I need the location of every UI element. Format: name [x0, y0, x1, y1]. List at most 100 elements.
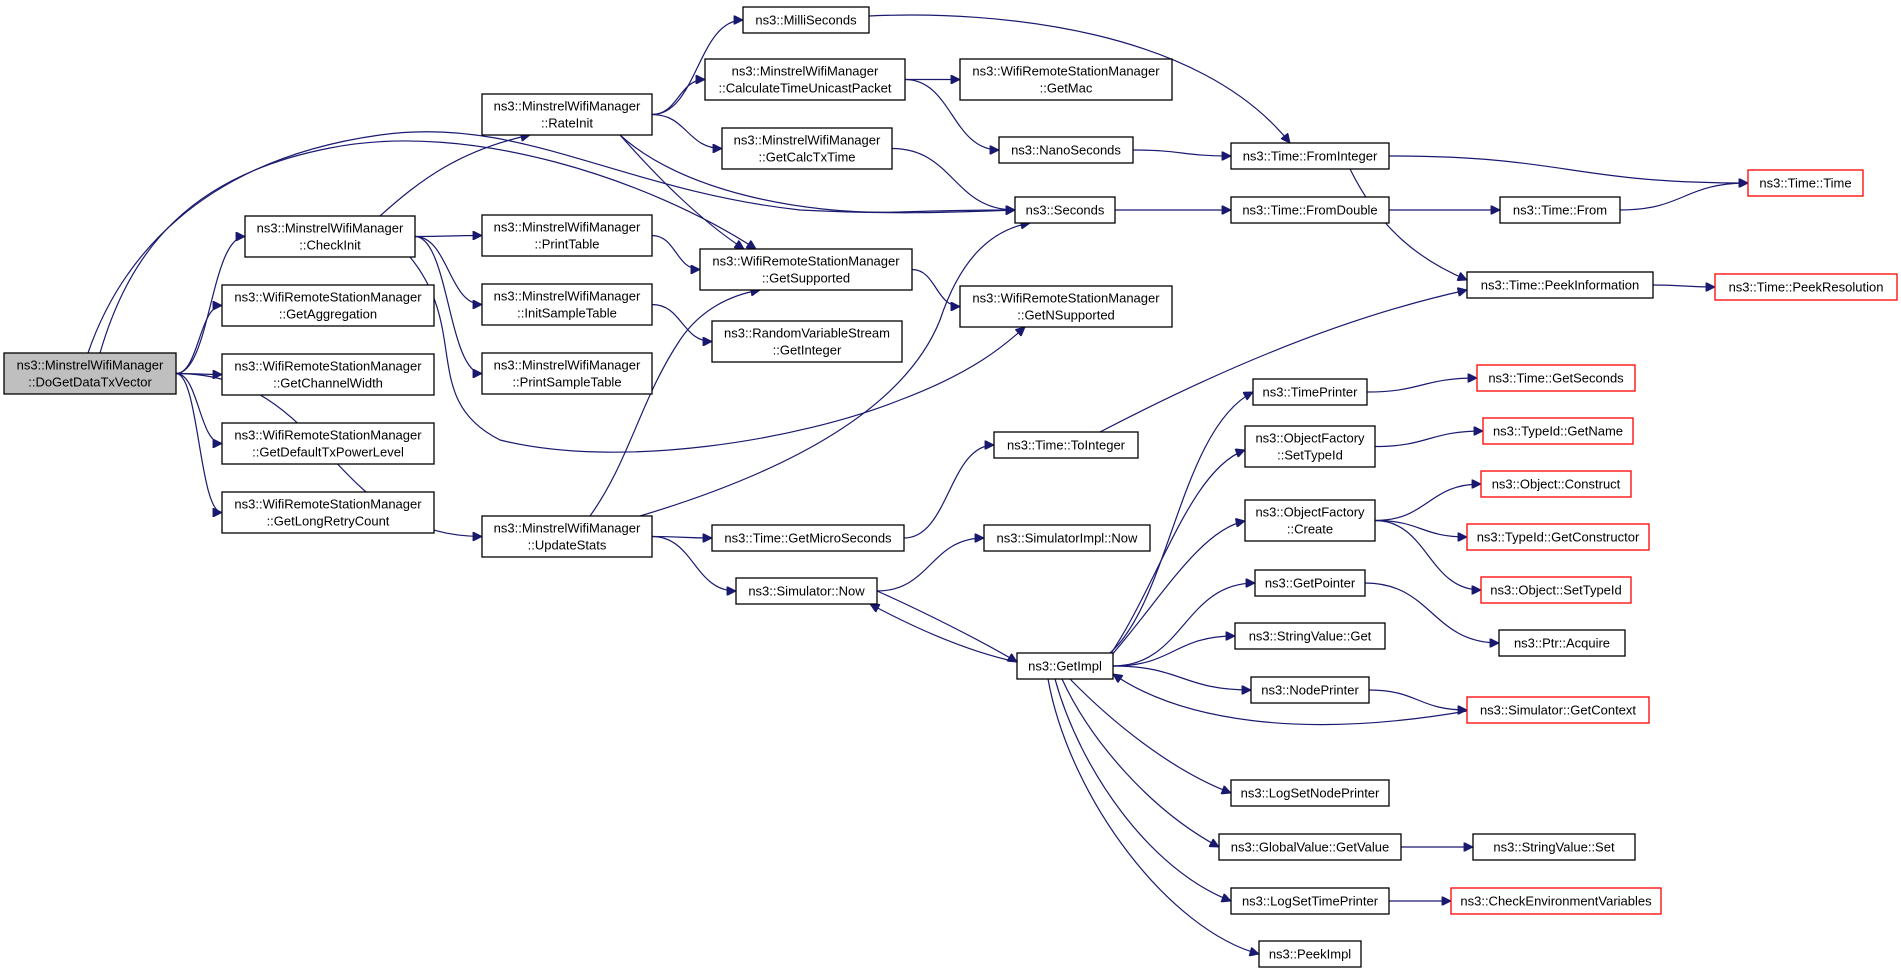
node-millis[interactable]: ns3::MilliSeconds	[742, 6, 870, 34]
edge-rateinit-to-getcalctxtime	[651, 113, 722, 149]
edge-line	[1112, 665, 1251, 690]
edge-line	[1069, 678, 1231, 793]
node-label-line: ::GetSupported	[762, 271, 850, 286]
node-typeidgetconstructor[interactable]: ns3::TypeId::GetConstructor	[1466, 523, 1650, 551]
node-typeidgetname[interactable]: ns3::TypeId::GetName	[1482, 417, 1634, 445]
node-stringvalueset[interactable]: ns3::StringValue::Set	[1472, 833, 1636, 861]
node-getdefaulttxpowerlevel[interactable]: ns3::WifiRemoteStationManager::GetDefaul…	[221, 422, 435, 465]
edge-line	[1109, 450, 1245, 656]
node-box	[1482, 417, 1634, 445]
node-frominteger[interactable]: ns3::Time::FromInteger	[1230, 142, 1390, 170]
node-ptracquire[interactable]: ns3::Ptr::Acquire	[1498, 629, 1626, 657]
node-label-line: ::DoGetDataTxVector	[28, 375, 152, 390]
node-label-line: ns3::ObjectFactory	[1255, 431, 1365, 446]
node-getcalctxtime[interactable]: ns3::MinstrelWifiManager::GetCalcTxTime	[721, 127, 893, 170]
node-fromdouble[interactable]: ns3::Time::FromDouble	[1230, 196, 1390, 224]
node-logsetnodeprinter[interactable]: ns3::LogSetNodePrinter	[1230, 779, 1390, 807]
node-peekinformation[interactable]: ns3::Time::PeekInformation	[1466, 271, 1654, 299]
edge-line	[414, 235, 482, 305]
node-getimpl[interactable]: ns3::GetImpl	[1016, 652, 1114, 680]
edge-line	[175, 372, 222, 444]
node-seconds[interactable]: ns3::Seconds	[1014, 196, 1116, 224]
node-timefrom[interactable]: ns3::Time::From	[1499, 196, 1621, 224]
edge-line	[1132, 149, 1231, 156]
node-box	[481, 352, 653, 395]
edge-line	[99, 140, 756, 354]
node-label-line: ns3::Time::FromDouble	[1242, 203, 1377, 218]
node-globalgetvalue[interactable]: ns3::GlobalValue::GetValue	[1218, 833, 1402, 861]
node-label-line: ns3::NanoSeconds	[1011, 143, 1121, 158]
node-objectsettypeid[interactable]: ns3::Object::SetTypeId	[1480, 576, 1632, 604]
node-timegetseconds[interactable]: ns3::Time::GetSeconds	[1476, 364, 1636, 392]
node-label-line: ns3::TimePrinter	[1263, 385, 1359, 400]
node-settypeid[interactable]: ns3::ObjectFactory::SetTypeId	[1244, 425, 1376, 468]
node-peekresolution[interactable]: ns3::Time::PeekResolution	[1714, 273, 1898, 301]
node-box	[993, 431, 1139, 459]
node-box	[1230, 196, 1390, 224]
node-updatestats[interactable]: ns3::MinstrelWifiManager::UpdateStats	[481, 515, 653, 558]
node-printtable[interactable]: ns3::MinstrelWifiManager::PrintTable	[481, 214, 653, 257]
node-box	[959, 285, 1173, 328]
node-label-line: ::PrintSampleTable	[512, 375, 621, 390]
node-simnow[interactable]: ns3::Simulator::Now	[735, 577, 878, 605]
node-box	[1244, 499, 1376, 542]
node-getmicroseconds[interactable]: ns3::Time::GetMicroSeconds	[711, 524, 905, 552]
edge-settypeid-to-typeidgetname	[1374, 431, 1483, 448]
node-root[interactable]: ns3::MinstrelWifiManager::DoGetDataTxVec…	[3, 352, 177, 395]
node-getnsupported[interactable]: ns3::WifiRemoteStationManager::GetNSuppo…	[959, 285, 1173, 328]
node-printsampletable[interactable]: ns3::MinstrelWifiManager::PrintSampleTab…	[481, 352, 653, 395]
edge-line	[1061, 678, 1219, 848]
node-nanoseconds[interactable]: ns3::NanoSeconds	[998, 136, 1134, 164]
node-logsettimeprinter[interactable]: ns3::LogSetTimePrinter	[1230, 887, 1390, 915]
node-getaggregation[interactable]: ns3::WifiRemoteStationManager::GetAggreg…	[221, 284, 435, 327]
node-getmac[interactable]: ns3::WifiRemoteStationManager::GetMac	[959, 58, 1173, 101]
node-timetime[interactable]: ns3::Time::Time	[1747, 169, 1864, 197]
node-initsampletable[interactable]: ns3::MinstrelWifiManager::InitSampleTabl…	[481, 283, 653, 326]
node-label-line: ns3::Time::GetMicroSeconds	[724, 531, 892, 546]
node-stringvalueget[interactable]: ns3::StringValue::Get	[1234, 622, 1386, 650]
node-peekimpl[interactable]: ns3::PeekImpl	[1258, 940, 1362, 968]
node-getchannelwidth[interactable]: ns3::WifiRemoteStationManager::GetChanne…	[221, 353, 435, 396]
node-calctimeunicast[interactable]: ns3::MinstrelWifiManager::CalculateTimeU…	[704, 58, 906, 101]
node-getlongretrycount[interactable]: ns3::WifiRemoteStationManager::GetLongRe…	[221, 491, 435, 534]
node-checkinit[interactable]: ns3::MinstrelWifiManager::CheckInit	[244, 215, 416, 258]
edge-getimpl-to-settypeid	[1109, 450, 1245, 656]
node-timeprinter[interactable]: ns3::TimePrinter	[1252, 378, 1368, 406]
node-rateinit[interactable]: ns3::MinstrelWifiManager::RateInit	[481, 93, 653, 136]
node-ofcreate[interactable]: ns3::ObjectFactory::Create	[1244, 499, 1376, 542]
node-simimplnow[interactable]: ns3::SimulatorImpl::Now	[983, 524, 1151, 552]
node-box	[704, 58, 906, 101]
node-box	[481, 214, 653, 257]
node-nodeprinter[interactable]: ns3::NodePrinter	[1250, 676, 1370, 704]
node-objectconstruct[interactable]: ns3::Object::Construct	[1480, 470, 1632, 498]
node-label-line: ns3::Time::GetSeconds	[1488, 371, 1624, 386]
node-label-line: ::GetAggregation	[279, 307, 377, 322]
node-timetointeger[interactable]: ns3::Time::ToInteger	[993, 431, 1139, 459]
edge-line	[409, 256, 1025, 453]
node-label-line: ::GetNSupported	[1017, 308, 1115, 323]
node-getpointer[interactable]: ns3::GetPointer	[1254, 569, 1366, 597]
edge-line	[891, 147, 1015, 211]
node-label-line: ns3::MinstrelWifiManager	[494, 220, 641, 235]
nodes-layer: ns3::MinstrelWifiManager::DoGetDataTxVec…	[3, 6, 1898, 968]
node-box	[699, 248, 913, 291]
node-label-line: ns3::Time::ToInteger	[1007, 438, 1126, 453]
node-box	[1244, 425, 1376, 468]
node-box	[221, 422, 435, 465]
node-simgetcontext[interactable]: ns3::Simulator::GetContext	[1466, 696, 1650, 724]
node-box	[1450, 887, 1662, 915]
node-label-line: ::CalculateTimeUnicastPacket	[719, 81, 892, 96]
edge-getpointer-to-ptracquire	[1364, 582, 1499, 643]
node-getinteger[interactable]: ns3::RandomVariableStream::GetInteger	[711, 320, 903, 363]
node-checkenv[interactable]: ns3::CheckEnvironmentVariables	[1450, 887, 1662, 915]
node-getsupported[interactable]: ns3::WifiRemoteStationManager::GetSuppor…	[699, 248, 913, 291]
edge-line	[870, 603, 1018, 663]
edge-line	[619, 134, 1015, 212]
node-label-line: ns3::MinstrelWifiManager	[257, 221, 404, 236]
node-label-line: ns3::Seconds	[1026, 203, 1105, 218]
node-label-line: ns3::GetImpl	[1028, 659, 1102, 674]
node-box	[221, 353, 435, 396]
node-label-line: ns3::WifiRemoteStationManager	[234, 290, 422, 305]
node-box	[735, 577, 878, 605]
node-box	[721, 127, 893, 170]
